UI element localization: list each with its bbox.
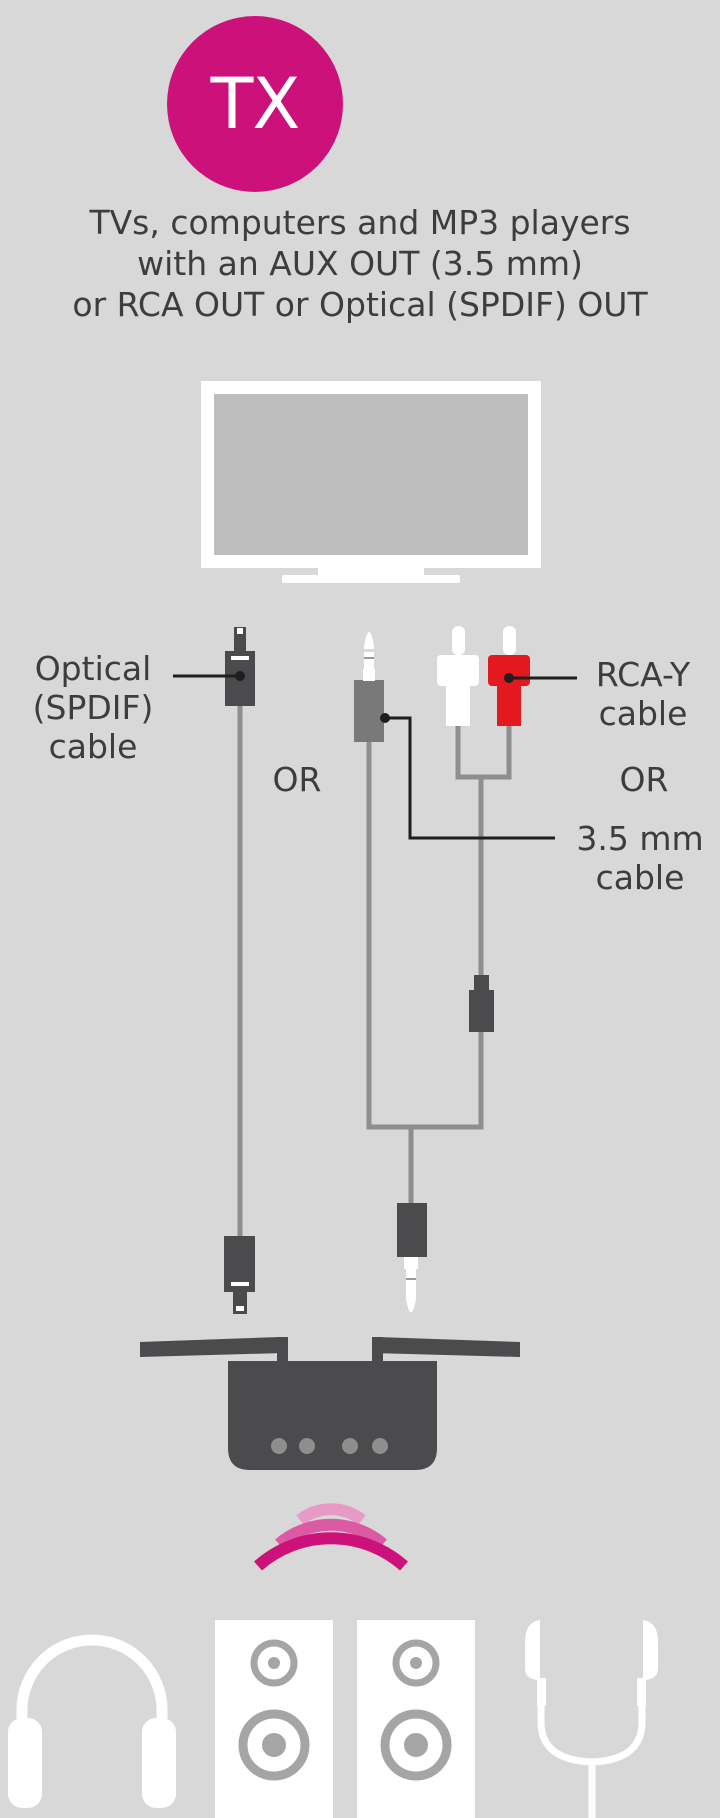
optical-label-line-3: cable (48, 727, 138, 766)
rca-y-splitter-icon (469, 975, 494, 1032)
rca-label-line-1: RCA-Y (595, 655, 691, 694)
or-label-left: OR (272, 760, 322, 799)
optical-label-line-2: (SPDIF) (32, 688, 154, 727)
speaker-icon (215, 1620, 333, 1818)
headphones-icon (8, 1634, 176, 1808)
tx-badge-label: TX (210, 63, 301, 145)
led-indicator-icon (271, 1438, 287, 1454)
mm-label-line-1: 3.5 mm (576, 819, 704, 858)
led-indicator-icon (372, 1438, 388, 1454)
cable-wiring (366, 725, 512, 1203)
led-indicator-icon (299, 1438, 315, 1454)
tv-icon (201, 381, 541, 583)
description-line-3: or RCA OUT or Optical (SPDIF) OUT (72, 285, 648, 324)
tx-badge: TX (167, 16, 343, 192)
earphones-icon (525, 1620, 658, 1818)
optical-label-line-1: Optical (34, 649, 152, 688)
rca-label-line-2: cable (598, 694, 688, 733)
optical-cable (224, 627, 255, 1314)
led-indicator-icon (342, 1438, 358, 1454)
or-label-right: OR (619, 760, 669, 799)
aux-plug-bottom-icon (397, 1203, 427, 1313)
rca-white-plug-icon (437, 626, 479, 726)
aux-plug-icon (354, 632, 384, 742)
rca-cable-label: RCA-Y cable (583, 655, 703, 733)
description-line-2: with an AUX OUT (3.5 mm) (137, 244, 583, 283)
transmitter-icon (140, 1337, 520, 1470)
mm-label-line-2: cable (595, 858, 685, 897)
label-leaders (173, 671, 577, 840)
mm-cable-label: 3.5 mm cable (570, 819, 710, 897)
optical-cable-label: Optical (SPDIF) cable (18, 649, 168, 766)
description-line-1: TVs, computers and MP3 players (89, 203, 631, 242)
device-description: TVs, computers and MP3 players with an A… (0, 202, 720, 325)
wireless-signal-icon (254, 1503, 408, 1571)
speaker-icon (357, 1620, 475, 1818)
